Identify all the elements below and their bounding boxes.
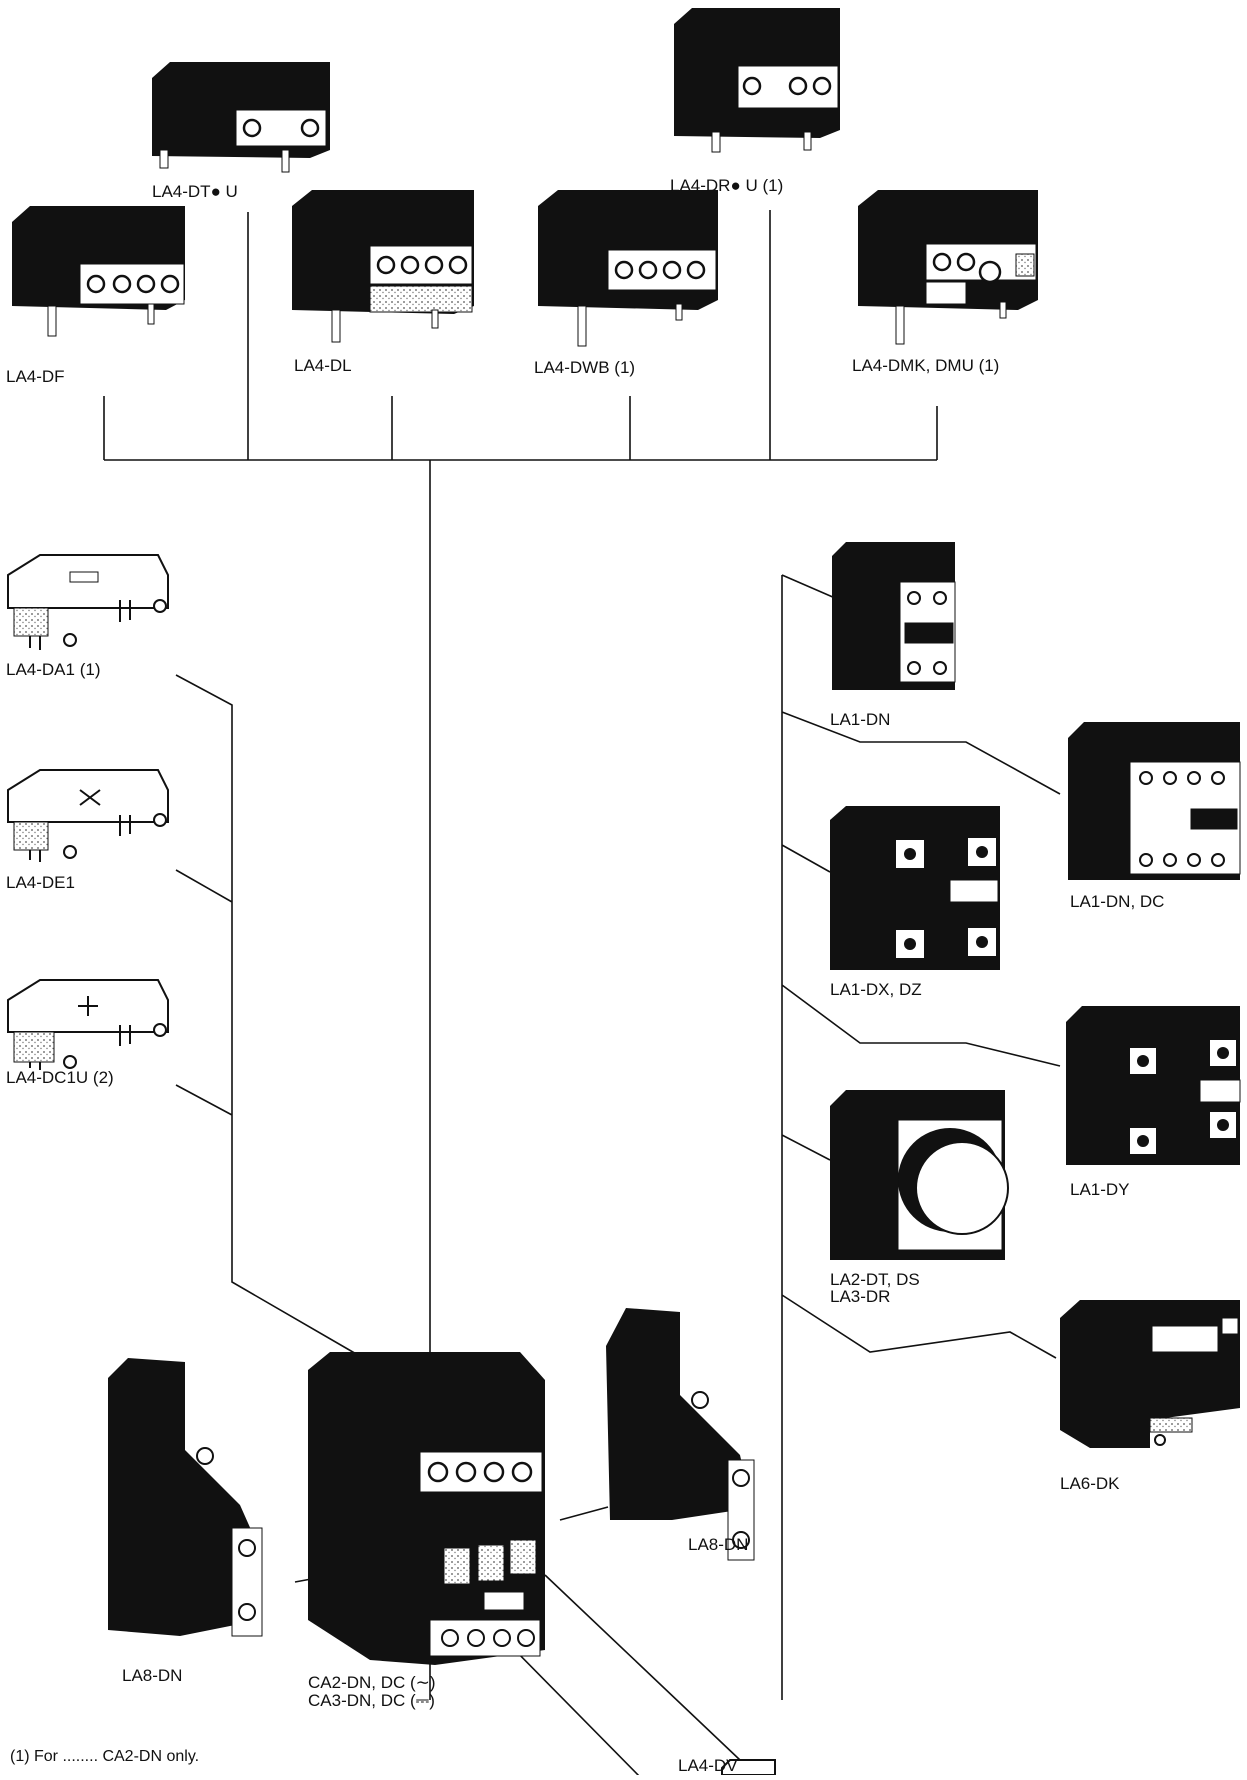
label-la4-df: LA4-DF [6, 367, 65, 386]
label-la4-dl: LA4-DL [294, 356, 352, 375]
la1-dn-dc-image [1068, 722, 1241, 880]
la4-dc1u-image [7, 979, 169, 1070]
label-la8-dn-left: LA8-DN [122, 1666, 183, 1685]
la4-dru-image [674, 8, 840, 153]
label-la1-dy: LA1-DY [1070, 1180, 1130, 1199]
label-la6-dk: LA6-DK [1060, 1474, 1120, 1493]
label-la8-dn-right: LA8-DN [688, 1535, 749, 1554]
label-la4-dmk: LA4-DMK, DMU (1) [852, 356, 1000, 375]
la1-dy-image [1066, 1006, 1241, 1165]
la1-dn-image [832, 542, 956, 690]
label-la4-dtu: LA4-DT● U [152, 182, 238, 201]
label-la4-dv: LA4-DV [678, 1756, 738, 1775]
footnote: (1) For ........ CA2-DN only. [10, 1748, 200, 1765]
label-la4-dc1u: LA4-DC1U (2) [6, 1068, 114, 1087]
label-la4-dwb: LA4-DWB (1) [534, 358, 636, 377]
la4-dl-image [292, 190, 474, 343]
ca2-dn-contactor-image [308, 1352, 545, 1665]
connector-lines [103, 210, 1061, 1780]
label-la1-dn: LA1-DN [830, 710, 891, 729]
label-la3-dr: LA3-DR [830, 1287, 891, 1306]
label-la4-dru: LA4-DR● U (1) [670, 176, 784, 195]
la4-dtu-image [152, 62, 330, 173]
label-ca3-dn: CA3-DN, DC (⎓) [308, 1691, 435, 1710]
label-la2-dt-ds: LA2-DT, DS [830, 1270, 920, 1289]
la8-dn-right-image [606, 1308, 755, 1561]
label-la1-dx-dz: LA1-DX, DZ [830, 980, 922, 999]
label-ca2-dn: CA2-DN, DC (∼) [308, 1673, 436, 1692]
la4-da1-image [7, 554, 169, 650]
la4-dmk-image [858, 190, 1038, 345]
label-la4-de1: LA4-DE1 [6, 873, 75, 892]
la1-dx-dz-image [830, 806, 1000, 970]
la4-dv-image [721, 1759, 776, 1776]
label-la4-da1: LA4-DA1 (1) [6, 660, 101, 679]
la4-de1-image [7, 769, 169, 862]
la4-dwb-image [538, 190, 718, 347]
la4-df-image [12, 206, 185, 337]
label-la1-dn-dc: LA1-DN, DC [1070, 892, 1165, 911]
la2-dt-image [830, 1090, 1009, 1260]
la6-dk-image [1060, 1300, 1240, 1448]
la8-dn-left-image [108, 1358, 263, 1637]
